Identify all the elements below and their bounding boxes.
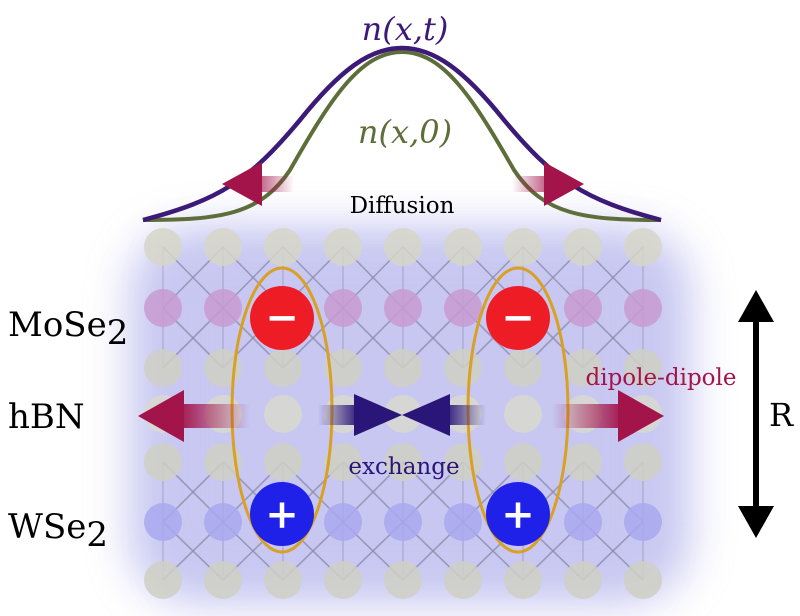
label-dipole-dipole: dipole-dipole — [585, 365, 736, 391]
lattice-atom — [264, 228, 302, 266]
lattice-atom — [204, 561, 242, 599]
diffusion-arrow-left — [222, 162, 294, 206]
lattice-atom — [144, 289, 182, 327]
lattice-atom — [624, 503, 662, 541]
hole-sign: + — [501, 491, 535, 538]
lattice-atom — [444, 228, 482, 266]
lattice-atom — [504, 395, 542, 433]
exchange-arrow-left — [318, 394, 402, 436]
label-exchange: exchange — [348, 454, 459, 480]
lattice-atom — [564, 349, 602, 387]
lattice-atom — [504, 561, 542, 599]
lattice-atom — [444, 561, 482, 599]
electron-sign: − — [501, 294, 535, 341]
electron-sign: − — [265, 294, 299, 341]
lattice-atom — [204, 443, 242, 481]
lattice-atom — [264, 349, 302, 387]
lattice-atom — [504, 443, 542, 481]
lattice-atom — [384, 503, 422, 541]
lattice-atom — [324, 503, 362, 541]
lattice-atom — [144, 349, 182, 387]
lattice-atom — [624, 289, 662, 327]
lattice-atom — [204, 289, 242, 327]
lattice-atom — [264, 443, 302, 481]
lattice-atom — [384, 395, 422, 433]
lattice-atom — [384, 561, 422, 599]
label-separation-r: R — [769, 396, 794, 434]
lattice-atom — [264, 561, 302, 599]
lattice-atom — [444, 503, 482, 541]
lattice-atom — [144, 503, 182, 541]
lattice-atom — [624, 349, 662, 387]
lattice-atom — [324, 349, 362, 387]
layer-label-mose2: MoSe2 — [8, 305, 128, 353]
lattice-atom — [564, 228, 602, 266]
lattice-atom — [564, 289, 602, 327]
lattice-atom — [564, 503, 602, 541]
lattice-atom — [204, 228, 242, 266]
lattice-atom — [444, 289, 482, 327]
electron-right: − — [486, 286, 550, 350]
lattice-atom — [384, 443, 422, 481]
hole-left: + — [250, 482, 314, 546]
lattice-atom — [564, 561, 602, 599]
lattice-atom — [324, 443, 362, 481]
dipole-arrow-left — [138, 390, 250, 442]
lattice-atom — [144, 443, 182, 481]
lattice-atom — [564, 443, 602, 481]
label-n-x-0: n(x,0) — [358, 113, 452, 151]
lattice-atom — [444, 349, 482, 387]
lattice-atom — [204, 503, 242, 541]
lattice-atom — [384, 349, 422, 387]
dipole-arrow-right — [552, 390, 664, 442]
layer-label-hbn: hBN — [8, 397, 85, 437]
label-diffusion: Diffusion — [350, 193, 455, 219]
lattice-atom — [624, 561, 662, 599]
lattice-atom — [504, 349, 542, 387]
hole-right: + — [486, 482, 550, 546]
lattice-atom — [144, 561, 182, 599]
hole-sign: + — [265, 491, 299, 538]
lattice-atom — [264, 395, 302, 433]
lattice-atom — [324, 289, 362, 327]
lattice-atom — [384, 228, 422, 266]
layer-label-wse2: WSe2 — [8, 507, 108, 555]
diffusion-arrow-right — [512, 162, 584, 206]
lattice-atom — [624, 228, 662, 266]
lattice-atom — [384, 289, 422, 327]
label-n-x-t: n(x,t) — [362, 10, 449, 48]
lattice-atom — [144, 228, 182, 266]
lattice-atom — [504, 228, 542, 266]
electron-left: − — [250, 286, 314, 350]
lattice-atom — [324, 561, 362, 599]
lattice-atom — [324, 228, 362, 266]
lattice-atom — [624, 443, 662, 481]
exchange-arrow-right — [402, 394, 486, 436]
vertical-double-arrow-icon — [738, 290, 774, 538]
